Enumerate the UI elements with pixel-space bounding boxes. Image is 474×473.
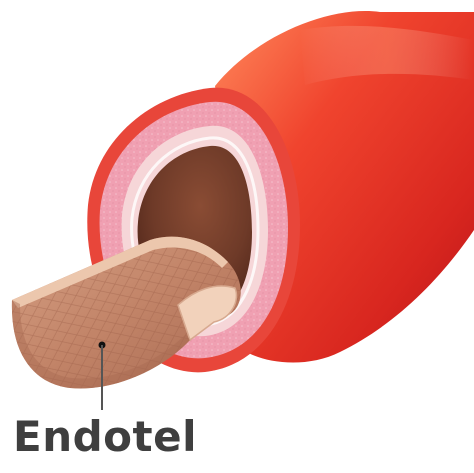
endothelium-label: Endotel xyxy=(0,416,210,458)
